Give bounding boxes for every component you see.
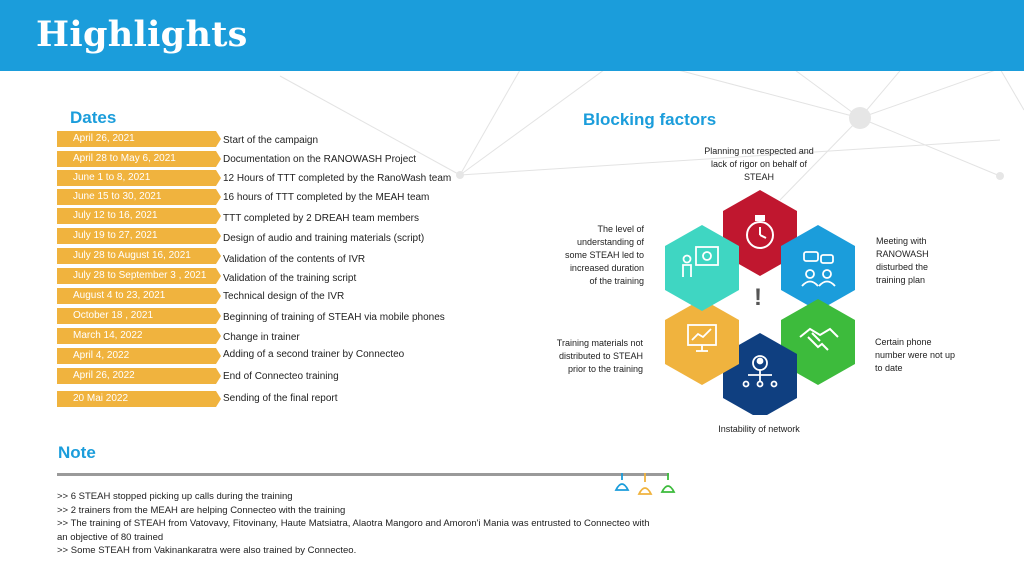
blocking-factors-title: Blocking factors: [583, 110, 717, 129]
hexagon-left-top: [665, 225, 739, 311]
date-tag: July 19 to 27, 2021: [57, 228, 221, 244]
factor-left-bottom: Training materials not distributed to ST…: [556, 338, 643, 374]
date-description: Technical design of the IVR: [223, 291, 345, 302]
date-description: Beginning of training of STEAH via mobil…: [223, 312, 445, 323]
factor-right-bottom: Certain phone number were not up to date: [875, 337, 956, 373]
hexagon-right-bottom: [781, 299, 855, 385]
page-title: Highlights: [36, 14, 248, 55]
note-line: >> 2 trainers from the MEAH are helping …: [57, 504, 346, 516]
date-tag: June 1 to 8, 2021: [57, 170, 221, 186]
hexagon-right-top: [781, 225, 855, 311]
note-line: >> 6 STEAH stopped picking up calls duri…: [57, 491, 293, 502]
date-description: 12 Hours of TTT completed by the RanoWas…: [223, 173, 452, 184]
hexagon-left-bottom: [665, 299, 739, 385]
date-tag: 20 Mai 2022: [57, 391, 221, 407]
note-title: Note: [58, 443, 96, 462]
stopwatch-icon: [746, 215, 774, 249]
blocking-factors-hexagon-diagram: !: [665, 190, 855, 415]
date-description: Validation of the contents of IVR: [223, 254, 366, 265]
date-description: Change in trainer: [223, 332, 300, 343]
date-description: Documentation on the RANOWASH Project: [223, 154, 417, 165]
note-line: >> The training of STEAH from Vatovavy, …: [57, 518, 650, 543]
date-tag: July 28 to September 3 , 2021: [57, 268, 221, 284]
handshake-icon: [799, 327, 839, 351]
note-divider: [57, 473, 669, 476]
date-tag: April 28 to May 6, 2021: [57, 151, 221, 167]
center-exclamation-icon: !: [754, 284, 762, 311]
factor-top: Planning not respected and lack of rigor…: [704, 146, 814, 182]
factor-bottom: Instability of network: [718, 424, 800, 434]
presentation-chart-icon: [687, 324, 717, 352]
factor-right-top: Meeting with RANOWASH disturbed the trai…: [876, 236, 929, 285]
date-description: Design of audio and training materials (…: [223, 233, 425, 244]
date-description: Sending of the final report: [223, 393, 338, 404]
teacher-board-icon: [682, 246, 719, 277]
date-tag: October 18 , 2021: [57, 308, 221, 324]
date-tag: April 26, 2021: [57, 131, 221, 147]
factor-left-top: The level of understanding of some STEAH…: [564, 224, 644, 286]
date-tag: March 14, 2022: [57, 328, 221, 344]
date-description: 16 hours of TTT completed by the MEAH te…: [223, 192, 430, 203]
note-line: >> Some STEAH from Vakinankaratra were a…: [57, 545, 357, 556]
date-description: Validation of the training script: [223, 273, 357, 284]
date-tag: April 4, 2022: [57, 348, 221, 364]
date-tag: July 12 to 16, 2021: [57, 208, 221, 224]
date-tag: April 26, 2022: [57, 368, 221, 384]
header-bar: Highlights: [0, 0, 1024, 71]
meeting-icon: [801, 251, 836, 287]
dates-title: Dates: [70, 108, 117, 127]
date-description: Adding of a second trainer by Connecteo: [223, 349, 405, 360]
network-users-icon: [742, 355, 778, 388]
lamp-icons: [614, 473, 676, 495]
date-tag: July 28 to August 16, 2021: [57, 248, 221, 264]
date-description: TTT completed by 2 DREAH team members: [223, 213, 419, 224]
date-tag: August 4 to 23, 2021: [57, 288, 221, 304]
date-description: End of Connecteo training: [223, 371, 339, 382]
date-description: Start of the campaign: [223, 135, 319, 146]
date-tag: June 15 to 30, 2021: [57, 189, 221, 205]
notes-list: >> 6 STEAH stopped picking up calls duri…: [57, 490, 657, 558]
